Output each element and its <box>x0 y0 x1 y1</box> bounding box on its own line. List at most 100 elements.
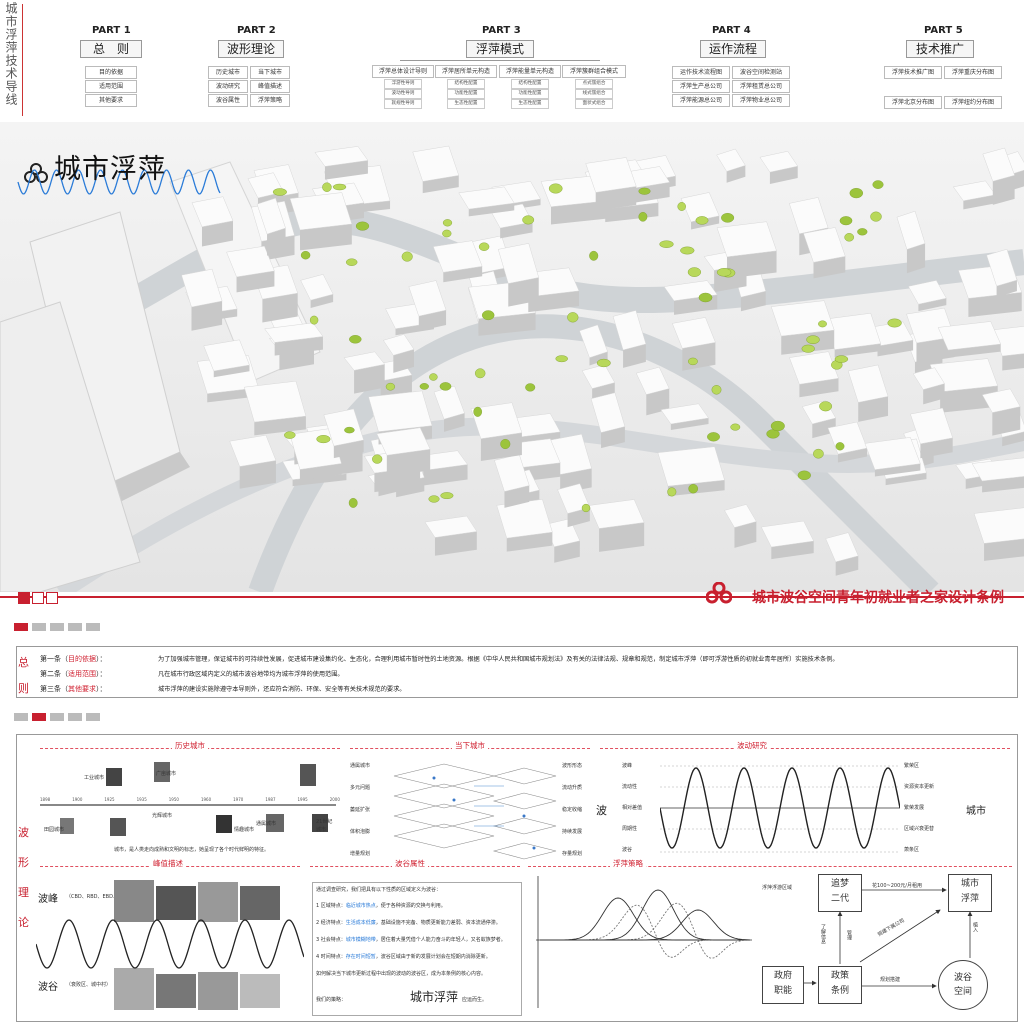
building-block <box>289 192 353 251</box>
floating-unit <box>442 219 453 227</box>
building-block <box>588 499 645 552</box>
building-block <box>432 240 483 283</box>
part3-group-item: 结构性配置 <box>447 79 485 89</box>
building-block <box>382 334 415 373</box>
rent-label: 花100~200元/月租用 <box>872 883 922 889</box>
wave-row-left: 相对差值 <box>622 805 643 811</box>
floating-unit <box>835 442 845 451</box>
part5-item: 浮萍重庆分布图 <box>944 66 1002 79</box>
valley-list: 1 区域特点：临近城市热点，便于各种资源的交换与利用。 2 经济特点：生活成本低… <box>316 902 516 970</box>
floating-unit <box>500 439 511 450</box>
building-block <box>724 504 757 548</box>
floating-unit <box>849 187 863 199</box>
header-outline: 城市浮萍技术导线 PART 1 总 则 目的依据 适用范围 其他要求 PART … <box>0 0 1024 122</box>
part3-group-title: 浮萍居所单元构造 <box>435 65 497 78</box>
floating-unit <box>721 213 735 223</box>
banner-rule <box>0 596 1024 598</box>
present-left-item: 多元问题 <box>350 785 371 791</box>
strategy-chart <box>536 876 752 1008</box>
peak-label: 波峰 <box>38 894 58 905</box>
city-aerial-render <box>0 122 1024 592</box>
part2-item: 历史城市 <box>208 66 248 79</box>
history-year: 1898 <box>40 797 51 802</box>
building-block <box>864 437 921 477</box>
building-block <box>256 197 286 256</box>
wave-right-label: 城市 <box>966 806 986 817</box>
floating-unit <box>818 320 827 328</box>
history-year: 1950 <box>168 797 179 802</box>
history-timeline <box>40 762 336 836</box>
part5-item: 浮萍纽约分布图 <box>944 96 1002 109</box>
valley-label: 波谷 <box>38 982 58 993</box>
floating-unit <box>806 335 820 344</box>
part3-group-item: 波动性导则 <box>384 89 422 99</box>
building-block <box>982 147 1015 205</box>
building-block <box>412 145 460 194</box>
building-block <box>408 280 447 331</box>
manage-label: 管理 <box>846 930 852 940</box>
building-block <box>824 312 882 358</box>
floating-unit <box>346 258 358 266</box>
wave-row-left: 波峰 <box>622 763 633 769</box>
building-block <box>971 457 1024 493</box>
implant-label: 植入 <box>972 922 978 932</box>
building-block <box>579 324 608 366</box>
rule-row: 第一条（目的依据）： 为了加强城市管理，保证城市的可持续性发展，促进城市建设集约… <box>40 651 1010 666</box>
build-label: 规划搭建 <box>880 977 901 983</box>
present-left-item: 萎延扩张 <box>350 807 371 813</box>
floating-unit <box>272 188 287 196</box>
part2-item: 波动研究 <box>208 80 248 93</box>
floating-unit <box>555 355 568 363</box>
present-right-item: 流动升质 <box>562 785 583 791</box>
part1-title: 总 则 <box>80 40 142 58</box>
floating-unit <box>440 492 454 499</box>
present-diagram <box>393 763 557 860</box>
theory-side-char: 理 <box>18 886 29 899</box>
part4-item: 浮萍生产总公司 <box>672 80 730 93</box>
floating-unit <box>401 251 413 262</box>
present-left-item: 体积泡膨 <box>350 829 371 835</box>
wave-row-right: 繁荣区 <box>904 763 920 769</box>
theory-side-char: 形 <box>18 856 29 869</box>
part2-item: 波谷属性 <box>208 94 248 107</box>
floating-unit <box>316 435 331 444</box>
theory-panel <box>16 734 1018 1022</box>
wave-row-left: 波谷 <box>622 847 633 853</box>
floating-unit <box>819 401 832 412</box>
building-block <box>986 248 1018 298</box>
building-block <box>191 196 234 247</box>
rules-list: 第一条（目的依据）： 为了加强城市管理，保证城市的可持续性发展，促进城市建设集约… <box>40 651 1010 696</box>
part3-group-item: 点式簇组合 <box>575 79 613 89</box>
present-right-item: 稳定收缩 <box>562 807 583 813</box>
part1-item: 其他要求 <box>85 94 137 107</box>
building-block <box>590 392 626 449</box>
part3-group-title: 浮萍簇群组合模式 <box>562 65 626 78</box>
building-block <box>497 243 540 307</box>
building-block <box>635 366 670 416</box>
floating-unit <box>372 454 383 464</box>
floating-unit <box>695 216 709 225</box>
theory-side-label: 波 形 理 论 <box>18 818 30 938</box>
building-block <box>494 454 530 508</box>
building-block <box>203 339 250 378</box>
building-block <box>973 507 1024 561</box>
floating-unit <box>419 383 429 390</box>
building-block <box>314 146 369 180</box>
floating-unit <box>348 497 358 508</box>
banner-title: 城市波谷空间青年初就业者之家设计条例 <box>752 590 1004 606</box>
header-divider <box>22 4 23 116</box>
floating-unit <box>698 292 713 303</box>
floating-unit <box>680 246 695 255</box>
building-block <box>937 321 1002 358</box>
hero-title: 城市浮萍 <box>54 154 166 185</box>
history-caption: 工业城市 <box>84 775 105 781</box>
rules-side-char: 则 <box>18 682 29 695</box>
floating-unit <box>844 233 855 242</box>
part4-item: 浮萍能源总公司 <box>672 94 730 107</box>
present-left-item: 增量规划 <box>350 851 371 857</box>
history-caption: 广亩城市 <box>156 771 177 777</box>
building-block <box>323 408 364 459</box>
floating-unit <box>429 373 438 381</box>
floating-unit <box>667 487 677 497</box>
mini-nav-1 <box>14 623 100 631</box>
